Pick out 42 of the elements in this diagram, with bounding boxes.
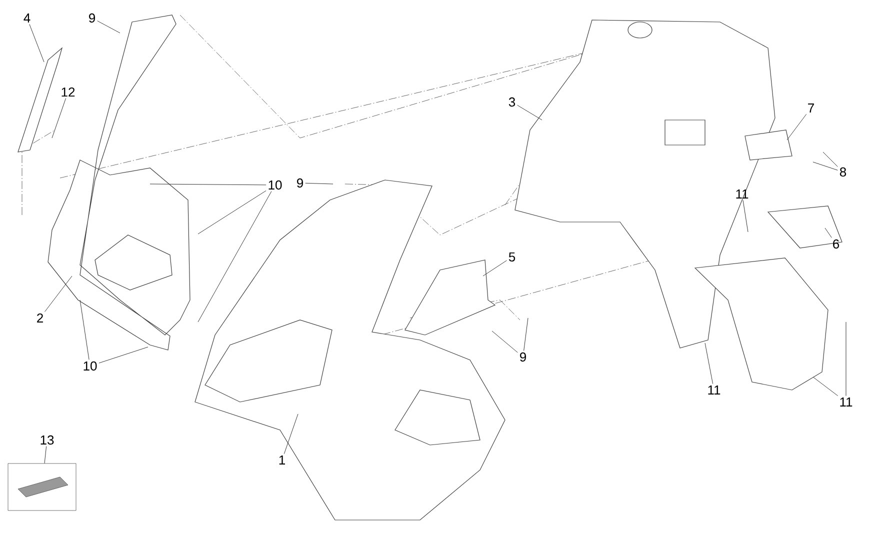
leader-line: [517, 104, 542, 120]
callout-number: 11: [736, 190, 748, 198]
leader-line: [305, 182, 334, 184]
callout-number: 9: [297, 178, 303, 188]
leader-line: [52, 98, 66, 138]
leader-line: [482, 260, 507, 276]
leader-line: [524, 318, 528, 351]
callout-number: 2: [37, 313, 43, 323]
callout-number: 9: [520, 352, 526, 362]
leader-line: [198, 190, 266, 234]
leader-line: [812, 162, 838, 170]
callout-number: 3: [508, 97, 516, 107]
leader-line: [824, 228, 832, 238]
callout-number: 12: [62, 87, 75, 97]
leader-line: [492, 330, 518, 353]
leader-line: [44, 446, 47, 464]
callout-number: 7: [808, 104, 814, 112]
leader-line: [98, 346, 148, 364]
leader-line: [284, 414, 298, 454]
callout-number: 6: [833, 239, 840, 249]
leader-line: [822, 152, 838, 167]
kit-box: [8, 463, 76, 511]
callout-number: 11: [840, 398, 852, 406]
callout-number: 11: [708, 386, 720, 394]
callout-number: 5: [508, 252, 516, 262]
leader-line: [786, 114, 807, 140]
leader-line: [198, 191, 272, 322]
callout-number: 9: [89, 13, 96, 23]
leader-line: [742, 200, 748, 232]
leader-line: [704, 342, 714, 384]
leader-line: [29, 24, 44, 62]
leader-line: [150, 184, 266, 186]
callout-number: 4: [24, 14, 30, 22]
leader-line: [80, 300, 90, 360]
callout-number: 8: [840, 167, 846, 177]
leader-line: [812, 376, 838, 396]
leader-line: [97, 20, 120, 34]
callout-number: 13: [40, 435, 54, 445]
callout-number: 1: [279, 456, 285, 464]
leader-line: [44, 276, 72, 312]
callout-number: 10: [84, 361, 97, 371]
callout-number: 10: [268, 180, 282, 190]
